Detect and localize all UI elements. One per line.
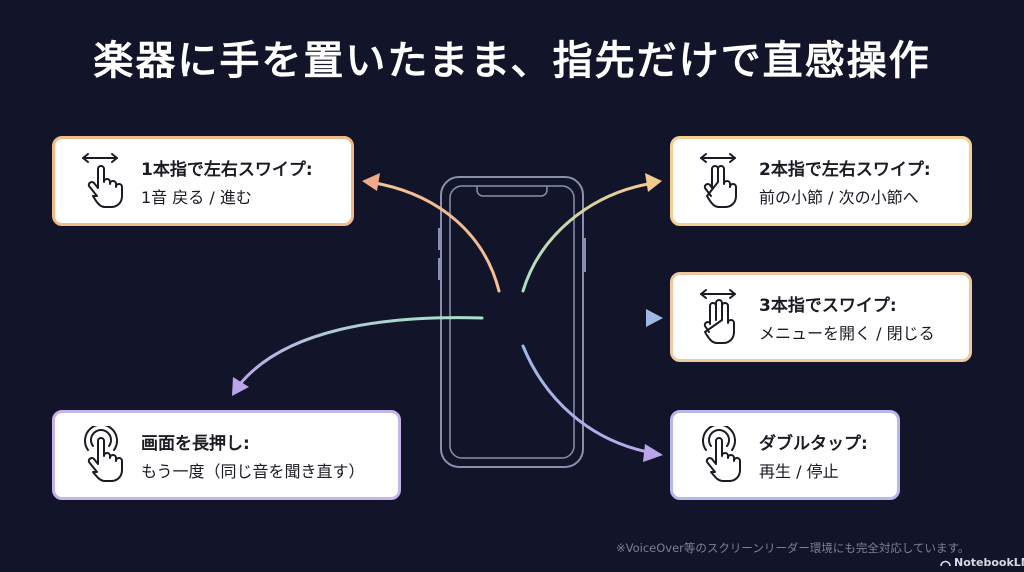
card-two-finger-swipe: 2本指で左右スワイプ: 前の小節 / 次の小節へ xyxy=(670,136,972,226)
card-heading: 2本指で左右スワイプ: xyxy=(759,159,931,180)
three-finger-swipe-icon xyxy=(700,289,736,344)
arrow-to-three-finger-swipe xyxy=(541,309,663,327)
card-description: 再生 / 停止 xyxy=(759,461,839,481)
arrow-to-long-press xyxy=(232,316,484,396)
card-heading: 1本指で左右スワイプ: xyxy=(141,159,313,180)
two-finger-swipe-icon xyxy=(700,153,737,208)
card-double-tap: ダブルタップ: 再生 / 停止 xyxy=(670,410,900,500)
card-text: 2本指で左右スワイプ: 前の小節 / 次の小節へ xyxy=(759,155,931,208)
arrow-to-one-finger-swipe xyxy=(362,173,501,293)
card-one-finger-swipe: 1本指で左右スワイプ: 1音 戻る / 進む xyxy=(52,136,354,226)
card-description: もう一度（同じ音を聞き直す） xyxy=(141,461,365,481)
card-text: ダブルタップ: 再生 / 停止 xyxy=(759,429,868,482)
card-text: 画面を長押し: もう一度（同じ音を聞き直す） xyxy=(141,429,365,482)
card-description: 前の小節 / 次の小節へ xyxy=(759,187,919,207)
long-press-icon xyxy=(84,426,123,482)
notebooklm-logo-icon xyxy=(940,560,951,566)
card-text: 1本指で左右スワイプ: 1音 戻る / 進む xyxy=(141,155,313,208)
notebooklm-logo: NotebookLM xyxy=(940,556,1024,569)
footnote: ※VoiceOver等のスクリーンリーダー環境にも完全対応しています。 xyxy=(616,541,970,555)
card-heading: 3本指でスワイプ: xyxy=(759,295,897,316)
logo-text: NotebookLM xyxy=(954,556,1024,569)
double-tap-icon xyxy=(702,426,741,482)
card-description: 1音 戻る / 進む xyxy=(141,187,252,207)
phone-outline xyxy=(438,176,586,468)
page-title: 楽器に手を置いたまま、指先だけで直感操作 xyxy=(93,38,931,84)
card-description: メニューを開く / 閉じる xyxy=(759,323,935,343)
one-finger-swipe-icon xyxy=(82,153,123,208)
card-text: 3本指でスワイプ: メニューを開く / 閉じる xyxy=(759,291,935,344)
card-long-press: 画面を長押し: もう一度（同じ音を聞き直す） xyxy=(52,410,401,500)
arrow-to-two-finger-swipe xyxy=(521,173,662,293)
card-three-finger-swipe: 3本指でスワイプ: メニューを開く / 閉じる xyxy=(670,272,972,362)
card-heading: ダブルタップ: xyxy=(759,433,868,454)
arrow-to-double-tap xyxy=(521,344,663,462)
card-heading: 画面を長押し: xyxy=(141,433,250,454)
